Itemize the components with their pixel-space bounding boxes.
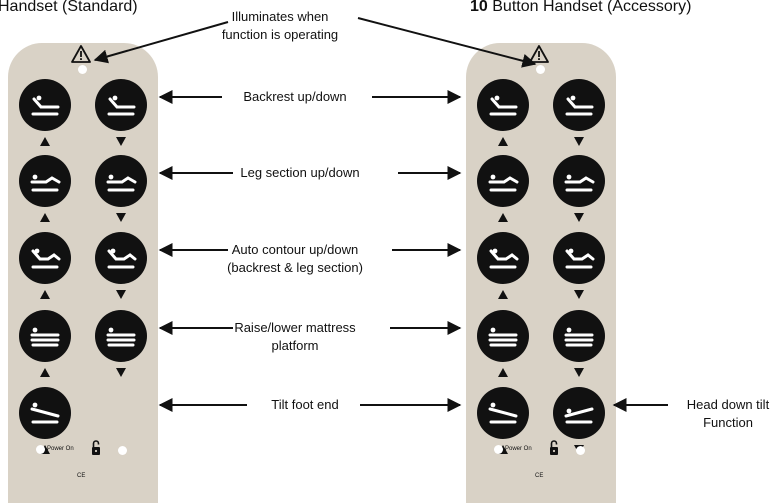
bed-contour-icon xyxy=(561,242,597,274)
accessory-handset: Power On CE xyxy=(466,43,616,503)
bed-contour-icon xyxy=(27,242,63,274)
arrow-up-icon xyxy=(40,213,50,222)
operation-indicator-light xyxy=(536,65,545,74)
operation-indicator-light xyxy=(78,65,87,74)
bed-tilt-icon xyxy=(485,397,521,429)
leg-section-down-button[interactable] xyxy=(95,155,147,207)
bed-contour-icon xyxy=(103,242,139,274)
arrow-down-icon xyxy=(574,137,584,146)
bed-platform-icon xyxy=(561,320,597,352)
callout-auto-contour: Auto contour up/down(backrest & leg sect… xyxy=(227,242,363,275)
raise-lower-platform-up-button[interactable] xyxy=(19,310,71,362)
bed-leg-section-icon xyxy=(561,165,597,197)
arrow-down-icon xyxy=(116,290,126,299)
bed-backrest-icon xyxy=(103,89,139,121)
tilt-down-button[interactable] xyxy=(553,387,605,439)
auto-contour-up-button[interactable] xyxy=(19,232,71,284)
bed-backrest-icon xyxy=(561,89,597,121)
tilt-up-button[interactable] xyxy=(477,387,529,439)
arrow-up-icon xyxy=(498,213,508,222)
bed-backrest-icon xyxy=(27,89,63,121)
right-handset-title: 10 Button Handset (Accessory) xyxy=(470,0,692,15)
bed-platform-icon xyxy=(485,320,521,352)
unlock-icon xyxy=(92,440,100,455)
arrow-up-icon xyxy=(40,290,50,299)
backrest-down-button[interactable] xyxy=(553,79,605,131)
auto-contour-down-button[interactable] xyxy=(95,232,147,284)
power-on-light xyxy=(494,445,503,454)
backrest-up-button[interactable] xyxy=(477,79,529,131)
ce-mark: CE xyxy=(77,473,86,479)
bed-leg-section-icon xyxy=(27,165,63,197)
warning-icon xyxy=(71,45,91,63)
ce-mark: CE xyxy=(535,473,544,479)
backrest-down-button[interactable] xyxy=(95,79,147,131)
lock-indicator-light xyxy=(118,446,127,455)
leg-section-up-button[interactable] xyxy=(477,155,529,207)
arrow-up-icon xyxy=(40,137,50,146)
bed-platform-icon xyxy=(27,320,63,352)
raise-lower-platform-down-button[interactable] xyxy=(553,310,605,362)
unlock-icon xyxy=(550,440,558,455)
auto-contour-up-button[interactable] xyxy=(477,232,529,284)
warning-icon xyxy=(529,45,549,63)
arrow-up-icon xyxy=(498,445,508,454)
auto-contour-down-button[interactable] xyxy=(553,232,605,284)
tilt-up-button[interactable] xyxy=(19,387,71,439)
bed-platform-icon xyxy=(103,320,139,352)
left-handset-title: Handset (Standard) xyxy=(0,0,138,15)
arrow-down-icon xyxy=(574,213,584,222)
arrow-up-icon xyxy=(40,368,50,377)
bed-leg-section-icon xyxy=(103,165,139,197)
arrow-down-icon xyxy=(116,137,126,146)
arrow-up-icon xyxy=(40,445,50,454)
callout-leg-section: Leg section up/down xyxy=(240,165,360,180)
power-on-label: Power On xyxy=(505,446,532,452)
arrow-down-icon xyxy=(574,368,584,377)
leg-section-down-button[interactable] xyxy=(553,155,605,207)
bed-leg-section-icon xyxy=(485,165,521,197)
power-on-light xyxy=(36,445,45,454)
standard-handset: Power On CE xyxy=(8,43,158,503)
callout-backrest: Backrest up/down xyxy=(243,89,347,104)
bed-contour-icon xyxy=(485,242,521,274)
leg-section-up-button[interactable] xyxy=(19,155,71,207)
bed-backrest-icon xyxy=(485,89,521,121)
arrow-down-icon xyxy=(574,290,584,299)
arrow-up-icon xyxy=(498,290,508,299)
backrest-up-button[interactable] xyxy=(19,79,71,131)
callout-tilt: Tilt foot end xyxy=(271,397,339,412)
lock-indicator-light xyxy=(576,446,585,455)
arrow-up-icon xyxy=(498,368,508,377)
bed-tilt-icon xyxy=(561,397,597,429)
arrow-down-icon xyxy=(116,213,126,222)
raise-lower-platform-up-button[interactable] xyxy=(477,310,529,362)
power-on-label: Power On xyxy=(47,446,74,452)
bed-tilt-icon xyxy=(27,397,63,429)
arrow-up-icon xyxy=(498,137,508,146)
arrow-down-icon xyxy=(116,368,126,377)
raise-lower-platform-down-button[interactable] xyxy=(95,310,147,362)
